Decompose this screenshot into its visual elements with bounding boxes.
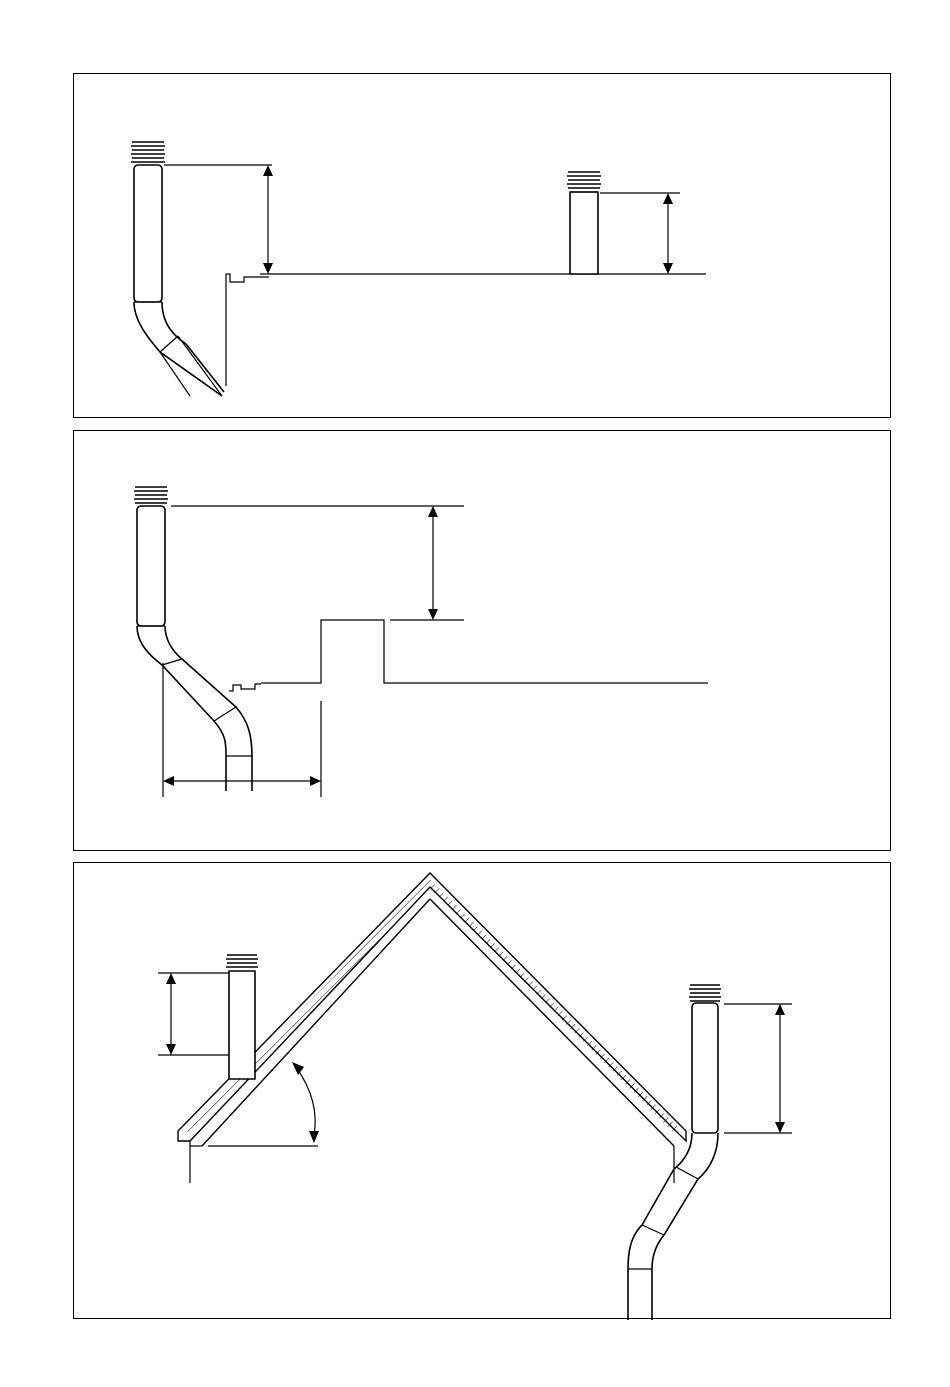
left-flue-pipe (134, 165, 224, 396)
parapet-wall (226, 274, 269, 386)
panel-parapet-clearance (73, 430, 891, 851)
left-flue-pipe (229, 971, 255, 1079)
height-dimension-arrow-icon (428, 506, 438, 620)
roof-with-upstand (229, 620, 708, 691)
panel-flat-roof (73, 73, 891, 418)
parapet-diagram (74, 431, 892, 852)
right-terminal-cap-icon (689, 985, 721, 1001)
horizontal-dimension-arrow-icon (163, 776, 321, 786)
panel-pitched-roof (73, 862, 891, 1319)
right-height-dimension-arrow-icon (663, 193, 673, 274)
flue-pipe (137, 506, 252, 791)
left-terminal-cap-icon (226, 955, 258, 967)
flat-roof-diagram (74, 74, 892, 419)
right-flue-pipe (570, 192, 598, 274)
pitched-roof-diagram (74, 863, 892, 1320)
left-height-dimension-arrow-icon (263, 165, 273, 274)
left-height-dimension-arrow-icon (166, 973, 176, 1055)
terminal-cap-icon (134, 487, 168, 503)
left-terminal-cap-icon (131, 142, 165, 162)
right-flue-pipe (628, 1003, 718, 1320)
right-terminal-cap-icon (567, 172, 601, 188)
right-height-dimension-arrow-icon (775, 1004, 785, 1133)
